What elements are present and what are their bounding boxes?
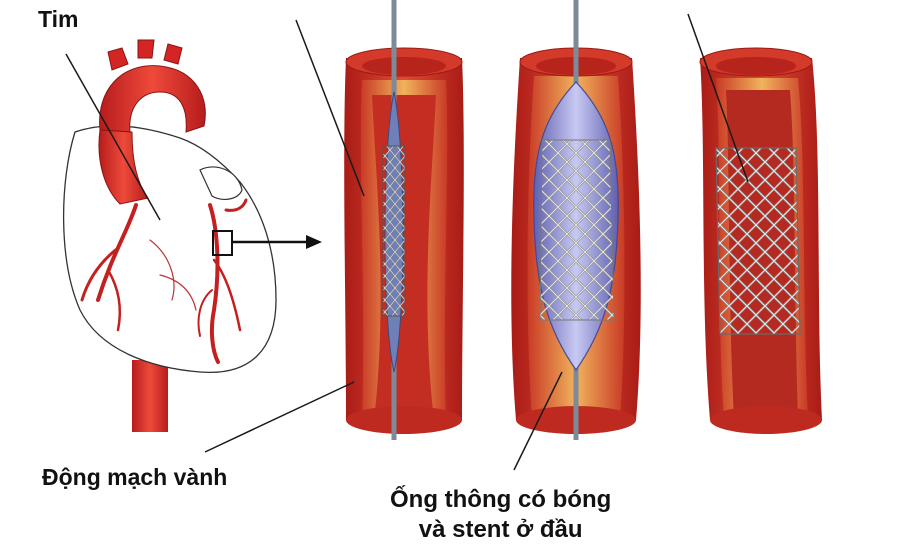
label-catheter-line1: Ống thông có bóng <box>390 486 612 513</box>
artery-stage-1 <box>344 0 464 440</box>
label-catheter: Ống thông có bóng và stent ở đầu <box>390 485 611 545</box>
artery-stage-2 <box>511 0 641 440</box>
aortic-arch <box>99 65 206 133</box>
deployed-stent <box>715 147 801 335</box>
label-heart: Tim <box>38 6 79 32</box>
expanded-stent <box>539 139 615 321</box>
leader-balloon <box>513 371 563 471</box>
descending-aorta <box>132 360 168 432</box>
leader-coronary <box>204 381 355 453</box>
leader-heart <box>65 53 161 221</box>
leader-lines <box>65 13 749 471</box>
heart-illustration <box>62 39 322 432</box>
label-catheter-line2: và stent ở đầu <box>418 516 583 543</box>
crimped-stent <box>382 145 406 317</box>
leader-top-left <box>295 19 365 197</box>
artery-stage-3 <box>699 47 822 434</box>
label-coronary-artery: Động mạch vành <box>42 464 228 490</box>
leader-top-right <box>687 13 749 183</box>
heart-outline <box>62 125 277 374</box>
